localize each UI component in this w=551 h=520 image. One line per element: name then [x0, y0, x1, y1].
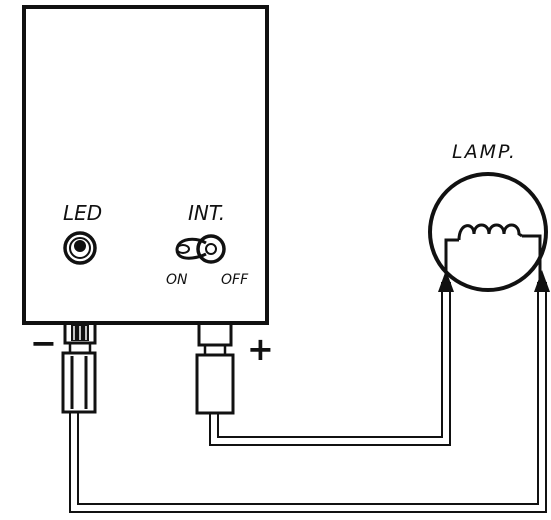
led-indicator-icon [63, 231, 97, 265]
current-arrow-icon [534, 270, 550, 292]
lamp-label: LAMP. [452, 141, 517, 163]
minus-sign: − [30, 324, 57, 362]
lamp-bulb-icon [428, 172, 548, 292]
negative-plug [61, 321, 97, 414]
switch-on-label: ON [166, 272, 188, 288]
switch-label: INT. [188, 201, 225, 225]
positive-plug [195, 321, 235, 415]
wire-negative [69, 282, 547, 513]
plus-sign: + [247, 330, 274, 368]
wire-positive [209, 282, 451, 446]
led-label: LED [63, 201, 102, 225]
toggle-switch-icon[interactable] [175, 234, 226, 264]
device-box [22, 5, 269, 325]
switch-off-label: OFF [221, 272, 249, 288]
